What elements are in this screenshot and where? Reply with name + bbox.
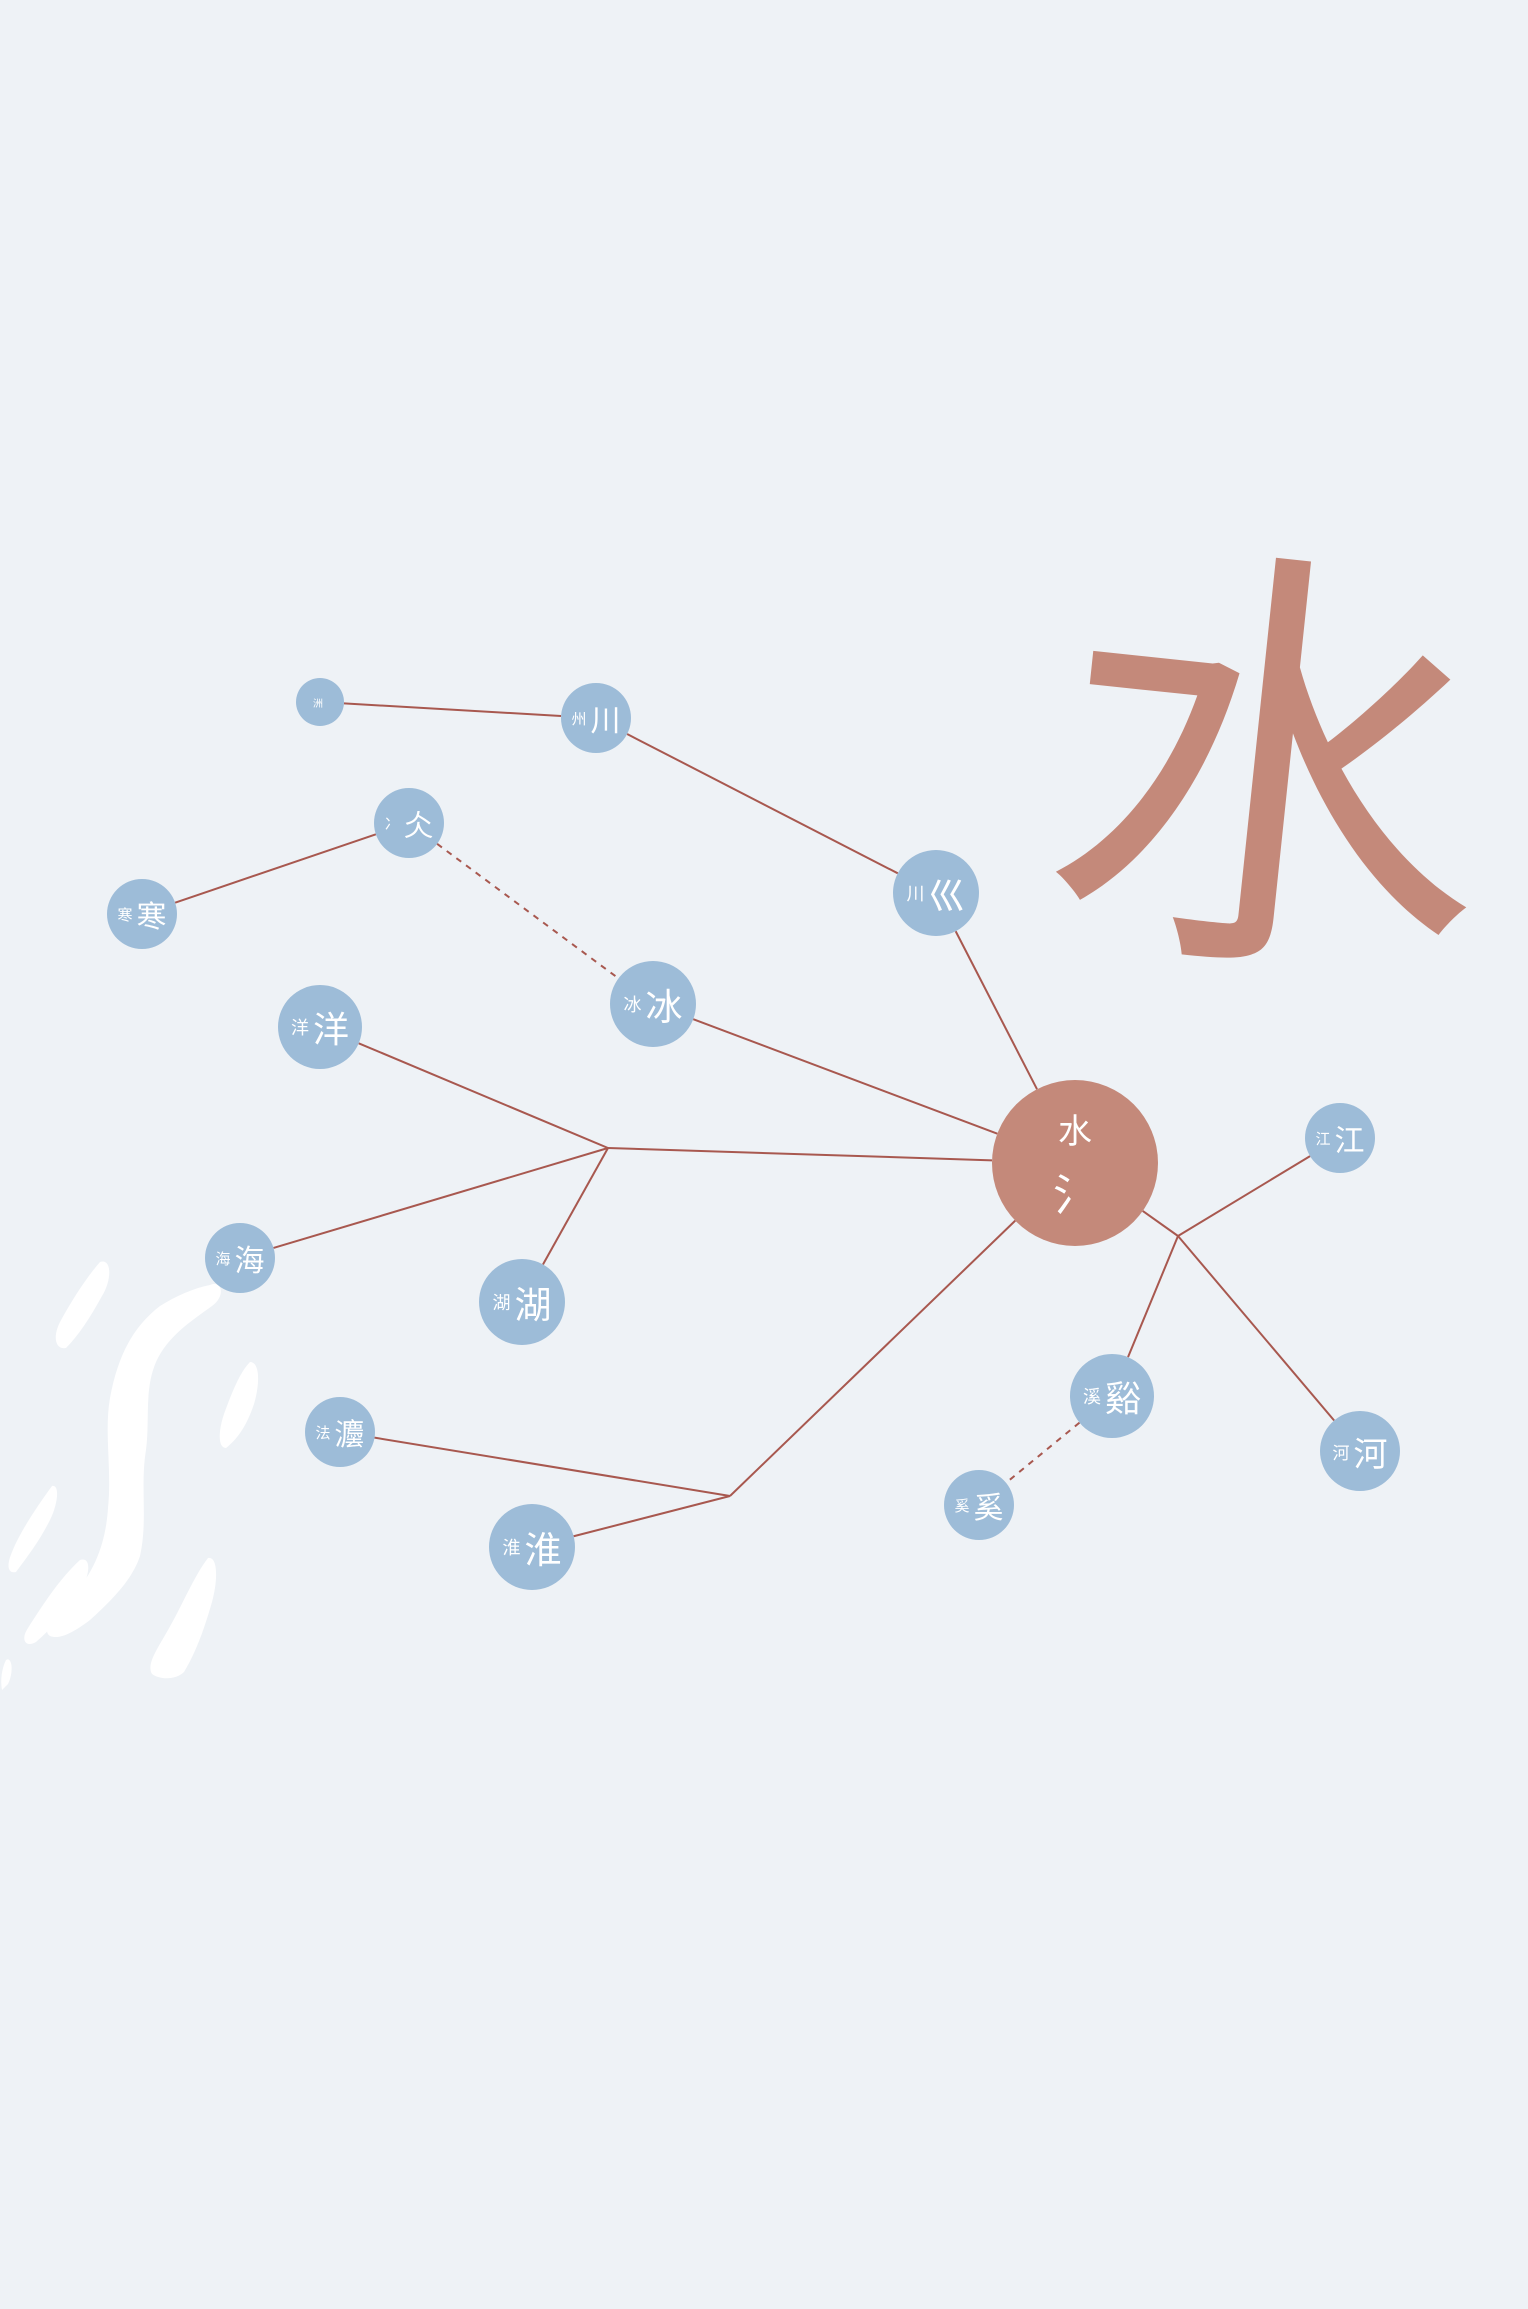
center-node-shui[interactable]: 水 氵 — [992, 1080, 1158, 1246]
edge-j3-xi — [1127, 1235, 1179, 1358]
edge-j3-he — [1177, 1235, 1335, 1422]
node-std-char: 寒 — [117, 905, 133, 924]
node-seal-char: 灋 — [334, 1418, 365, 1453]
node-bing_old[interactable]: 冫仌 — [374, 788, 444, 858]
edge-zhou_small-zhou — [343, 702, 562, 717]
node-std-char: 海 — [215, 1249, 231, 1268]
title-character: 水 — [1024, 497, 1516, 1053]
node-std-char: 冰 — [623, 995, 642, 1016]
node-std-char: 洲 — [313, 698, 323, 710]
node-zhou[interactable]: 州川 — [561, 683, 631, 753]
edge-han-bing_old — [174, 833, 377, 904]
node-fa[interactable]: 法灋 — [305, 1397, 375, 1467]
node-seal-char: 江 — [1334, 1124, 1365, 1159]
edge-huai-j2 — [573, 1495, 731, 1538]
center-seal-char: 氵 — [1053, 1169, 1097, 1221]
node-seal-char: 谿 — [1104, 1379, 1141, 1420]
node-yang[interactable]: 洋洋 — [278, 985, 362, 1069]
edge-j3-jiang — [1177, 1155, 1311, 1237]
center-std-char: 水 — [1058, 1111, 1092, 1152]
node-han[interactable]: 寒寒 — [107, 879, 177, 949]
edge-zhou-chuan — [626, 733, 899, 875]
node-seal-char: 寒 — [136, 900, 167, 935]
node-zhou_small[interactable]: 洲 — [296, 678, 344, 726]
node-std-char: 冫 — [384, 814, 400, 833]
edge-chuan-shui — [954, 930, 1038, 1090]
node-bing[interactable]: 冰冰 — [610, 961, 696, 1047]
edge-hu-j1 — [542, 1147, 609, 1265]
edge-j1-shui — [607, 1147, 993, 1162]
node-std-char: 溪 — [1082, 1387, 1101, 1408]
edge-xi-xi_small — [1005, 1421, 1081, 1484]
node-std-char: 川 — [906, 884, 925, 905]
node-huai[interactable]: 淮淮 — [489, 1504, 575, 1590]
node-seal-char: 海 — [234, 1244, 265, 1279]
node-seal-char: 川 — [590, 704, 621, 739]
node-seal-char: 河 — [1353, 1434, 1388, 1475]
edge-bing_old-bing — [436, 843, 620, 980]
node-hai[interactable]: 海海 — [205, 1223, 275, 1293]
node-std-char: 河 — [1332, 1443, 1350, 1464]
node-std-char: 法 — [315, 1423, 331, 1442]
node-xi_small[interactable]: 奚奚 — [944, 1470, 1014, 1540]
node-he[interactable]: 河河 — [1320, 1411, 1400, 1491]
node-std-char: 江 — [1315, 1129, 1331, 1148]
edge-j2-shui — [729, 1219, 1016, 1497]
edge-shui-j3 — [1142, 1210, 1179, 1237]
node-hu[interactable]: 湖湖 — [479, 1259, 565, 1345]
edge-fa-j2 — [374, 1436, 731, 1497]
node-std-char: 州 — [571, 709, 587, 728]
node-seal-char: 冰 — [645, 986, 683, 1029]
node-seal-char: 巛 — [928, 875, 966, 918]
node-seal-char: 奚 — [973, 1491, 1004, 1526]
node-seal-char: 淮 — [524, 1529, 562, 1572]
edge-hai-j1 — [273, 1147, 609, 1249]
node-std-char: 淮 — [502, 1538, 521, 1559]
edge-bing-shui — [692, 1018, 998, 1135]
node-seal-char: 仌 — [403, 809, 434, 844]
node-std-char: 湖 — [492, 1293, 511, 1314]
node-std-char: 洋 — [290, 1018, 309, 1039]
node-std-char: 奚 — [954, 1496, 970, 1515]
node-chuan[interactable]: 川巛 — [893, 850, 979, 936]
edge-yang-j1 — [358, 1042, 609, 1149]
node-seal-char: 洋 — [312, 1010, 349, 1051]
node-xi[interactable]: 溪谿 — [1070, 1354, 1154, 1438]
node-jiang[interactable]: 江江 — [1305, 1103, 1375, 1173]
node-seal-char: 湖 — [514, 1284, 552, 1327]
